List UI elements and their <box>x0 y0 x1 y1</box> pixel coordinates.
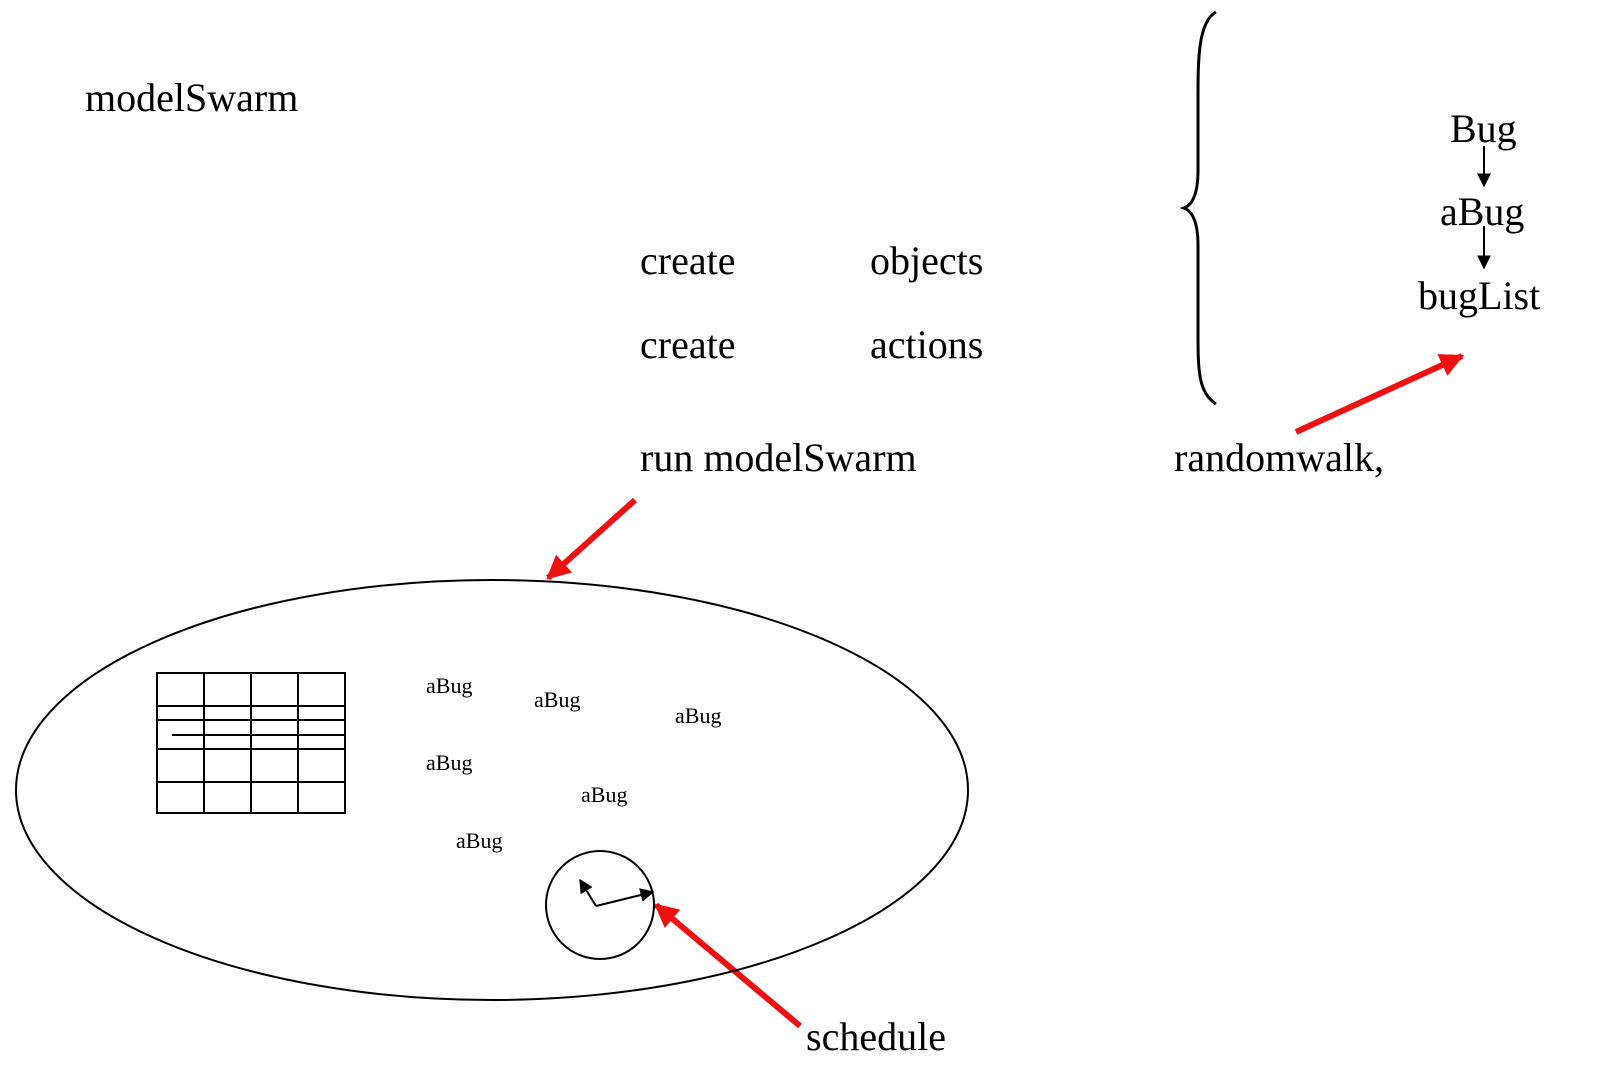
curly-brace <box>1179 10 1217 406</box>
schedule-clock-icon <box>545 850 655 960</box>
swarm-ellipse <box>15 579 969 1001</box>
schedule-label: schedule <box>806 1014 946 1059</box>
step-objects-label: objects <box>870 238 984 283</box>
run-arrow <box>545 497 638 581</box>
bug-instance: aBug <box>426 750 473 775</box>
bug-instance: aBug <box>534 687 581 712</box>
bug-instance: aBug <box>456 828 503 853</box>
hierarchy-bug: Bug <box>1450 106 1517 151</box>
step-create-verb: create <box>640 238 736 283</box>
randomwalk-arrow <box>1294 353 1465 435</box>
step-create-verb: create <box>640 322 736 367</box>
hierarchy-abug: aBug <box>1440 189 1525 234</box>
bug-instance: aBug <box>426 673 473 698</box>
bug-instance: aBug <box>581 782 628 807</box>
hierarchy-buglist: bugList <box>1418 273 1541 318</box>
model-swarm-title: modelSwarm <box>85 75 299 120</box>
run-model-swarm-label: run modelSwarm <box>640 435 917 480</box>
schedule-arrow <box>654 902 802 1029</box>
grid-space <box>156 672 346 814</box>
randomwalk-label: randomwalk, <box>1174 435 1384 480</box>
step-actions-label: actions <box>870 322 984 367</box>
bug-instance: aBug <box>675 703 722 728</box>
